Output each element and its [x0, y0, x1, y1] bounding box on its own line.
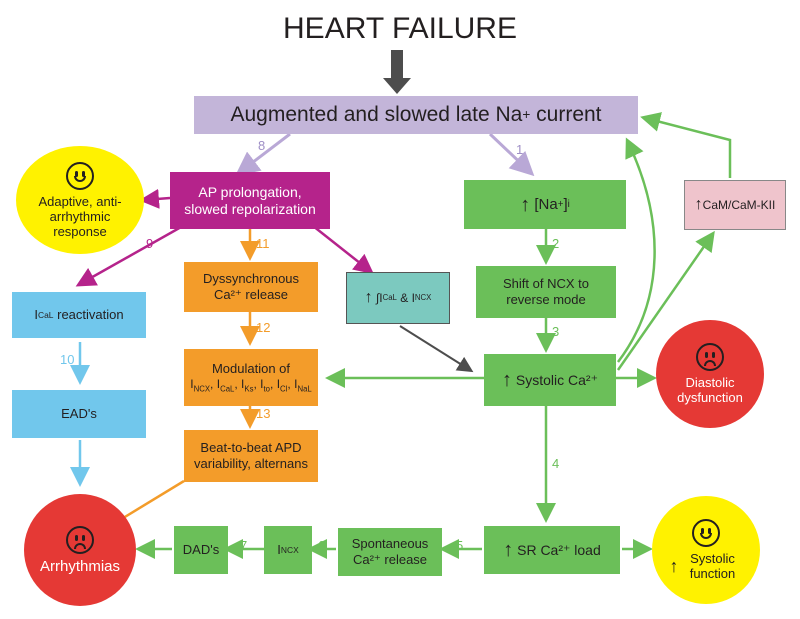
step-label-13: 13 [256, 406, 271, 421]
up-arrow-icon: ↑ [364, 289, 373, 307]
page-title: HEART FAILURE [283, 12, 517, 45]
sad-face-icon [696, 343, 724, 371]
up-arrow-icon: ↑ [503, 539, 514, 561]
step-label-2: 2 [552, 236, 560, 251]
step-label-3: 3 [552, 324, 560, 339]
current-label: INCX [190, 376, 211, 394]
step-label-10: 10 [60, 352, 75, 367]
up-arrow-icon: ↑ [520, 193, 531, 216]
sr-ca-load-box: ↑ SR Ca²⁺ load [484, 526, 620, 574]
up-arrow-icon: ↑ [669, 555, 679, 576]
step-label-7: 7 [240, 538, 248, 553]
beat-to-beat-box: Beat-to-beat APD variability, alternans [184, 430, 318, 482]
dads-box: DAD's [174, 526, 228, 574]
diastolic-dysfunction-circle: Diastolic dysfunction [656, 320, 764, 428]
systolic-ca-box: ↑ Systolic Ca²⁺ [484, 354, 616, 406]
cam-camkii-box: ↑CaM/CaM-KII [684, 180, 786, 230]
modulation-box: Modulation of INCX, ICaL, IKs, Ito, ICl,… [184, 349, 318, 406]
up-arrow-icon: ↑ [694, 196, 703, 214]
step-label-12: 12 [256, 320, 271, 335]
late-na-current-box: Augmented and slowed late Na+ current [194, 96, 638, 134]
modulation-currents: INCX, ICaL, IKs, Ito, ICl, INaL [190, 376, 312, 394]
heart-failure-arrow [383, 50, 411, 94]
step-label-5: 5 [456, 538, 464, 553]
current-label: Ito [260, 376, 271, 394]
up-arrow-icon: ↑ [502, 369, 513, 391]
ap-prolongation-box: AP prolongation, slowed repolarization [170, 172, 330, 229]
systolic-function-circle: ↑ Systolic function [652, 496, 760, 604]
sad-face-icon [66, 525, 94, 554]
arrhythmias-circle: Arrhythmias [24, 494, 136, 606]
step-label-4: 4 [552, 456, 560, 471]
current-label: INaL [294, 376, 312, 394]
step-label-6: 6 [318, 538, 326, 553]
intracellular-na-box: ↑ [Na+]i [464, 180, 626, 229]
happy-face-icon [66, 161, 94, 190]
step-label-11: 11 [256, 236, 270, 251]
current-label: IKs [241, 376, 254, 394]
happy-face-icon [692, 519, 720, 547]
dyssynchronous-release-box: Dyssynchronous Ca²⁺ release [184, 262, 318, 312]
adaptive-response-circle: Adaptive, anti-arrhythmic response [16, 146, 144, 254]
eads-box: EAD's [12, 390, 146, 438]
spontaneous-release-box: Spontaneous Ca²⁺ release [338, 528, 442, 576]
current-label: ICaL [216, 376, 235, 394]
current-label: ICl [276, 376, 288, 394]
step-label-1: 1 [516, 142, 524, 157]
ncx-reverse-mode-box: Shift of NCX to reverse mode [476, 266, 616, 318]
step-label-9: 9 [146, 236, 154, 251]
step-label-8: 8 [258, 138, 266, 153]
